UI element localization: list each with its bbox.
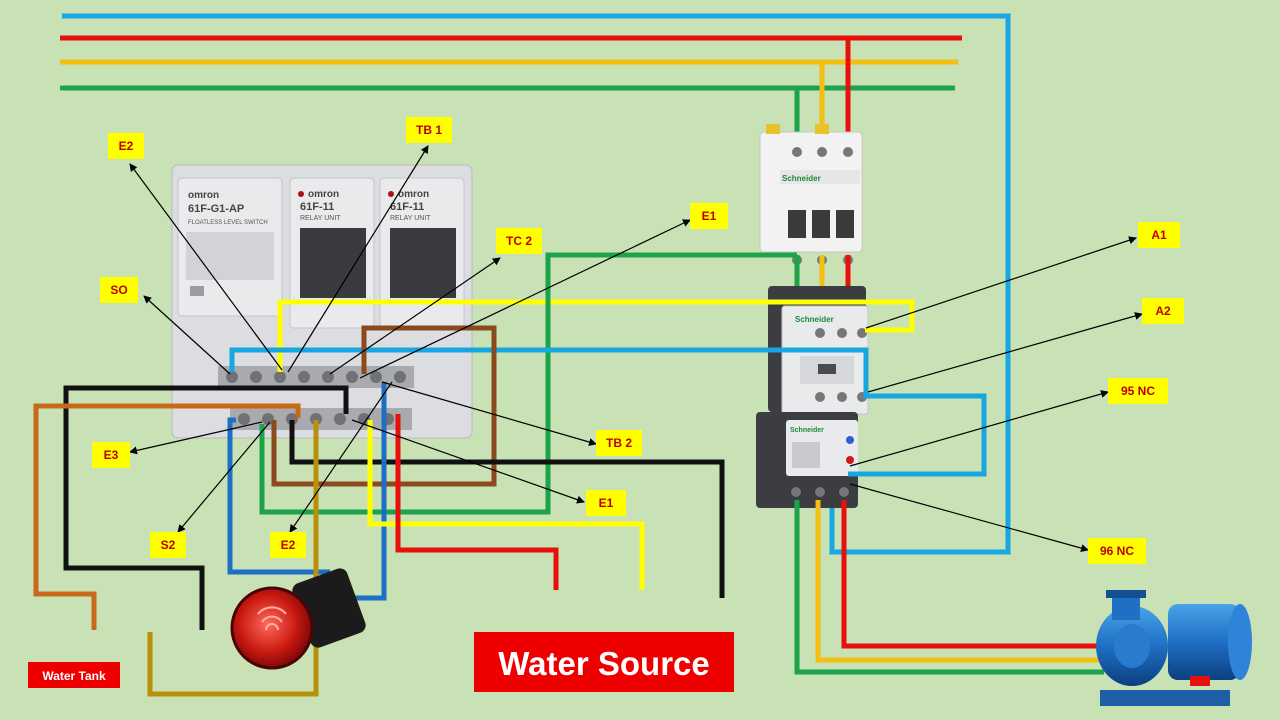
wire-gold-buzzer xyxy=(147,420,319,697)
svg-text:SO: SO xyxy=(110,283,127,297)
label-s2: S2 xyxy=(150,532,186,558)
breaker-brand: Schneider xyxy=(782,174,821,183)
water-source-banner: Water Source xyxy=(474,632,734,692)
svg-text:E1: E1 xyxy=(702,209,717,223)
water-tank-title: Water Tank xyxy=(42,669,106,683)
wire-black-right xyxy=(289,420,725,598)
relay-brand-right: omron xyxy=(398,189,429,200)
supply-bus xyxy=(60,13,1011,555)
wire-brown-loop xyxy=(271,325,497,487)
label-tc2: TC 2 xyxy=(496,228,542,254)
svg-text:E3: E3 xyxy=(104,448,119,462)
label-so: SO xyxy=(100,277,138,303)
motor-green xyxy=(794,500,1104,675)
wire-darkblue-buzzer xyxy=(227,417,330,575)
svg-text:95 NC: 95 NC xyxy=(1121,384,1155,398)
relay-model-mid: 61F-11 xyxy=(300,201,334,213)
svg-text:E1: E1 xyxy=(599,496,614,510)
motor-yellow xyxy=(815,500,1104,663)
omron-relay-assembly: omron 61F-G1-AP FLOATLESS LEVEL SWITCH o… xyxy=(171,164,473,439)
relay-sub-right: RELAY UNIT xyxy=(390,215,431,222)
svg-text:E2: E2 xyxy=(119,139,134,153)
label-e2-top: E2 xyxy=(108,133,144,159)
svg-text:A1: A1 xyxy=(1151,228,1167,242)
water-pump xyxy=(1096,590,1252,706)
motor-wiring xyxy=(794,500,1104,675)
wire-yellow-source xyxy=(367,420,645,590)
wire-yellow-control xyxy=(277,299,915,372)
label-96nc: 96 NC xyxy=(1088,538,1146,564)
label-tb2: TB 2 xyxy=(596,430,642,456)
water-tank-banner: Water Tank xyxy=(28,662,120,688)
wire-darkblue-buzzer-2 xyxy=(350,382,387,601)
svg-text:TB 1: TB 1 xyxy=(416,123,442,137)
label-e2-bottom: E2 xyxy=(270,532,306,558)
buzzer-indicator xyxy=(230,568,366,670)
relay-sub-left: FLOATLESS LEVEL SWITCH xyxy=(188,220,268,226)
label-a2: A2 xyxy=(1142,298,1184,324)
svg-text:TC 2: TC 2 xyxy=(506,234,532,248)
relay-unit-module-right: omron 61F-11 RELAY UNIT xyxy=(379,177,465,329)
wire-black-left xyxy=(63,385,349,630)
svg-text:96 NC: 96 NC xyxy=(1100,544,1134,558)
svg-text:E2: E2 xyxy=(281,538,296,552)
label-e1-bottom: E1 xyxy=(586,490,626,516)
bus-blue xyxy=(62,13,1011,555)
motor-red xyxy=(841,500,1104,649)
water-source-title: Water Source xyxy=(498,645,710,682)
overload-brand: Schneider xyxy=(790,427,824,434)
breaker-to-contactor xyxy=(794,255,851,292)
wire-blue-control xyxy=(229,347,987,477)
relay-unit-module-middle: omron 61F-11 RELAY UNIT xyxy=(289,177,375,329)
control-wiring xyxy=(33,252,987,697)
wire-orange-tank xyxy=(33,403,301,630)
relay-model-right: 61F-11 xyxy=(390,201,424,213)
label-tb1: TB 1 xyxy=(406,117,452,143)
label-95nc: 95 NC xyxy=(1108,378,1168,404)
overload-relay: Schneider xyxy=(756,412,858,508)
wire-green-control xyxy=(259,252,797,515)
label-a1: A1 xyxy=(1138,222,1180,248)
label-e3: E3 xyxy=(92,442,130,468)
wire-red-source xyxy=(395,414,559,590)
relay-brand-mid: omron xyxy=(308,189,339,200)
contactor-brand: Schneider xyxy=(795,315,834,324)
relay-sub-mid: RELAY UNIT xyxy=(300,215,341,222)
svg-text:S2: S2 xyxy=(161,538,176,552)
terminal-labels: E2 TB 1 E1 TC 2 SO A1 A2 95 NC xyxy=(92,117,1184,564)
label-e1-top: E1 xyxy=(690,203,728,229)
svg-text:A2: A2 xyxy=(1155,304,1171,318)
circuit-breaker: Schneider xyxy=(759,124,863,265)
level-switch-module: omron 61F-G1-AP FLOATLESS LEVEL SWITCH xyxy=(177,177,283,317)
relay-brand-left: omron xyxy=(188,190,219,201)
svg-text:TB 2: TB 2 xyxy=(606,436,632,450)
pointer-arrows xyxy=(129,145,1143,552)
relay-model-left: 61F-G1-AP xyxy=(188,203,244,215)
